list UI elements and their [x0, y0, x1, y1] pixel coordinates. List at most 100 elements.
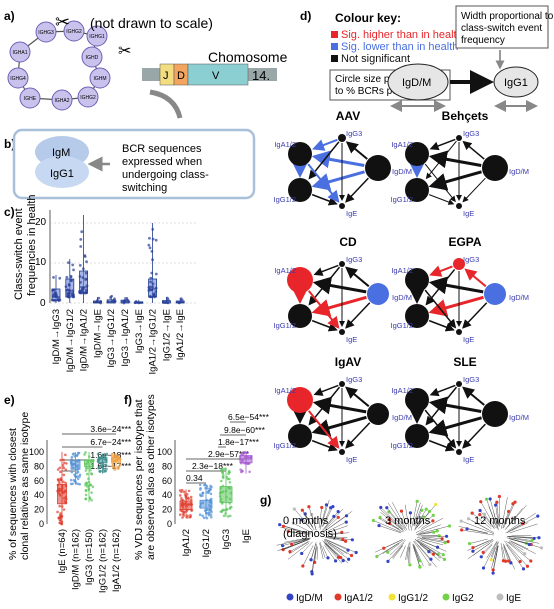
data-point — [205, 511, 209, 515]
data-point — [218, 491, 222, 495]
panel-label-e: e) — [4, 393, 15, 407]
tree-branch — [405, 546, 409, 560]
panel-c-ylabel-2: frequencies in health — [26, 194, 38, 296]
tree-leaf — [537, 536, 541, 540]
tree-branch — [325, 532, 342, 536]
box — [57, 483, 67, 505]
tree-leaf — [324, 503, 329, 507]
data-point — [60, 484, 64, 488]
tree-branch — [509, 523, 538, 534]
tree-title-1: 3 months — [385, 515, 431, 527]
tree-leaf — [440, 537, 444, 541]
tree-leaf — [431, 513, 435, 517]
data-point — [69, 275, 73, 279]
tree-branch — [486, 499, 498, 529]
panel-e-ylabel-1: % of sequences with closest — [7, 428, 19, 560]
tree-leaf — [434, 502, 438, 507]
data-point — [95, 299, 99, 302]
data-point — [180, 502, 184, 505]
data-point — [112, 298, 116, 302]
data-point — [224, 512, 227, 515]
data-point — [209, 505, 212, 508]
network-node-a12 — [287, 387, 313, 413]
data-point — [111, 461, 114, 465]
tree-branch — [481, 544, 493, 557]
data-point — [58, 466, 62, 470]
data-point — [79, 281, 82, 284]
tree-branch — [412, 543, 420, 561]
tree-branch — [419, 532, 434, 535]
legend-swatch — [496, 593, 504, 601]
data-point — [220, 509, 224, 513]
data-point — [81, 267, 85, 271]
panel-c-ylabel-1: Class-switch event — [13, 208, 25, 300]
network-node-e — [339, 449, 345, 455]
tree-leaf — [428, 562, 432, 567]
data-point — [98, 469, 101, 473]
data-point — [190, 509, 194, 512]
data-point — [205, 498, 208, 502]
data-point — [180, 509, 184, 513]
tree-leaf — [488, 497, 492, 501]
data-point — [162, 301, 166, 304]
tree-leaf — [530, 539, 534, 543]
data-point — [56, 489, 59, 493]
legend-node-igg1 — [493, 66, 539, 98]
tree-leaf — [349, 553, 354, 558]
panel-e-xlabel: IgA1/2 (n=162) — [111, 529, 122, 592]
network-node-label: IgE — [346, 335, 357, 344]
data-point — [91, 465, 94, 468]
data-point — [202, 516, 206, 520]
tree-leaf — [332, 514, 336, 518]
data-point — [78, 291, 82, 295]
tree-leaf — [320, 505, 324, 510]
data-point — [91, 458, 95, 462]
data-point — [245, 455, 248, 458]
tree-leaf — [491, 568, 495, 572]
tree-leaf — [525, 564, 530, 568]
data-point — [80, 289, 84, 293]
tree-leaf — [495, 500, 499, 504]
tree-leaf — [518, 559, 522, 564]
tree-branch — [504, 508, 523, 530]
network-node-g3 — [339, 261, 345, 267]
data-point — [149, 280, 153, 284]
tree-leaf — [278, 523, 282, 527]
network-node-label: IgG3 — [463, 129, 479, 138]
data-point — [89, 472, 93, 475]
network-node-a12 — [288, 142, 312, 166]
network-edge — [345, 141, 368, 160]
tree-branch — [284, 538, 305, 543]
network-edge — [312, 276, 367, 295]
data-point — [85, 462, 88, 466]
tree-leaf — [459, 519, 463, 523]
tree-leaf — [491, 571, 495, 575]
data-point — [151, 237, 155, 241]
network-node-label: IgG1/2 — [390, 441, 413, 450]
data-point — [88, 466, 92, 470]
network-node-label: IgD/M — [509, 167, 529, 176]
panel-c-ytick: 10 — [35, 257, 47, 268]
data-point — [83, 453, 86, 456]
data-point — [238, 455, 242, 458]
tree-branch — [287, 542, 310, 560]
tree-branch — [318, 507, 322, 529]
data-point — [178, 513, 182, 516]
data-point — [204, 486, 207, 490]
legend-swatch — [286, 593, 294, 601]
legend-node-igdm-label: IgD/M — [402, 77, 431, 89]
data-point — [147, 286, 151, 290]
data-point — [96, 452, 100, 456]
data-point — [180, 504, 184, 507]
panel-f-ytick: 20 — [162, 505, 172, 515]
data-point — [58, 504, 61, 508]
tree-branch — [324, 544, 336, 561]
network-edge — [429, 384, 456, 397]
data-point — [222, 514, 226, 518]
tree-branch — [380, 507, 404, 530]
tree-branch — [392, 545, 403, 558]
data-point — [66, 261, 70, 265]
panel-e-ytick: 80 — [34, 461, 44, 471]
data-point — [111, 457, 115, 460]
data-point — [60, 505, 64, 508]
